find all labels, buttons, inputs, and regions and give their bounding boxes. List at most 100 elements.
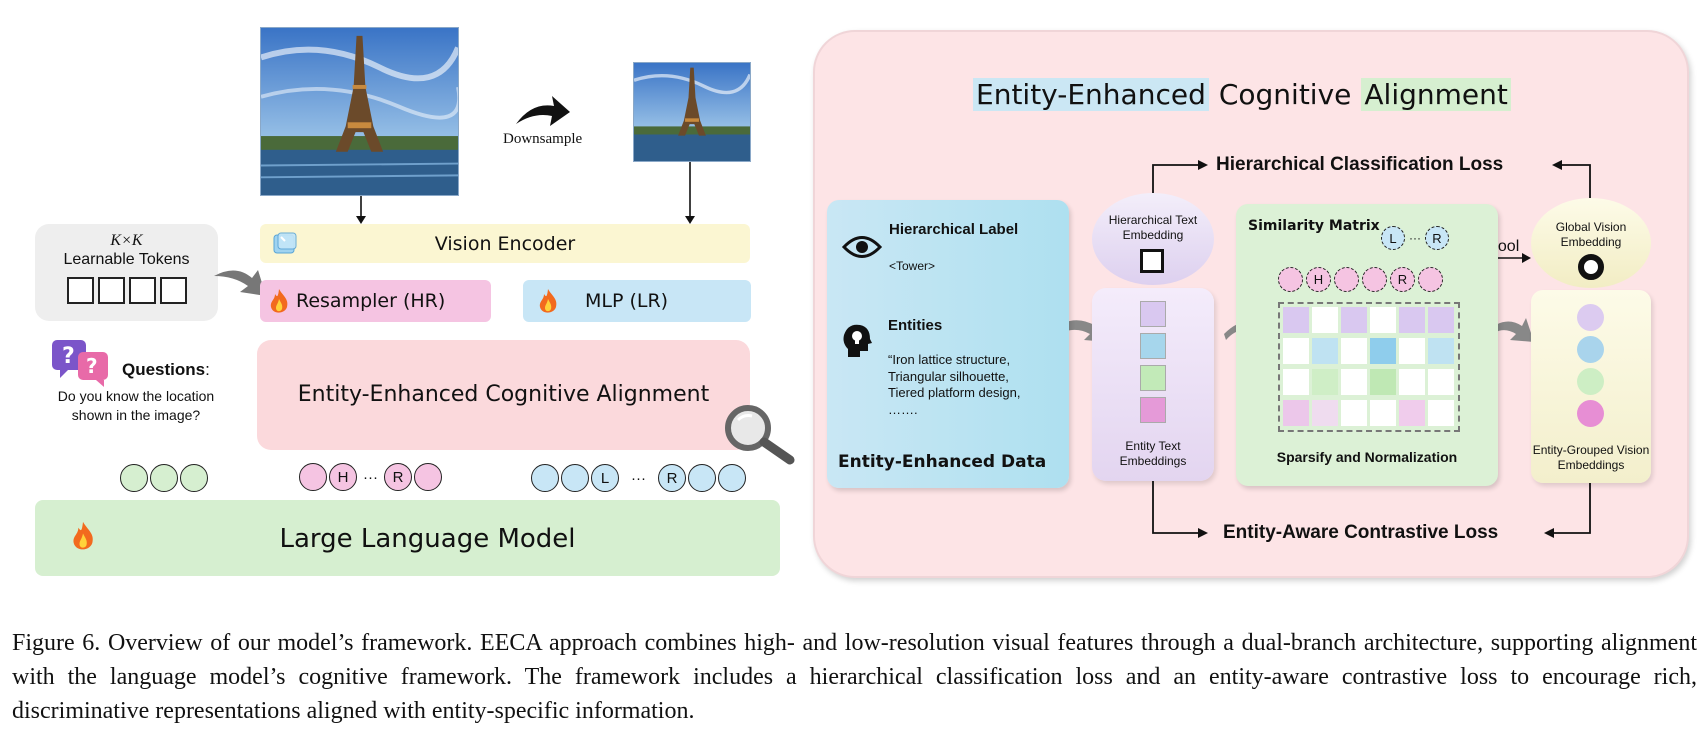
similarity-cell bbox=[1341, 307, 1367, 333]
entity-line: ……. bbox=[888, 401, 918, 417]
resampler-hr-box: Resampler (HR) bbox=[260, 280, 491, 322]
entity-grouped-dots bbox=[1577, 304, 1604, 427]
title-cognitive: Cognitive bbox=[1218, 78, 1352, 111]
lr-token bbox=[531, 464, 559, 492]
eeca-module-box: Entity-Enhanced Cognitive Alignment bbox=[257, 340, 750, 450]
similarity-cell bbox=[1283, 369, 1309, 395]
sim-token bbox=[1418, 267, 1443, 292]
similarity-cell bbox=[1428, 307, 1454, 333]
entity-aware-contrastive-loss: Entity-Aware Contrastive Loss bbox=[1223, 522, 1499, 543]
similarity-cell bbox=[1312, 400, 1338, 426]
magnifier-icon bbox=[725, 405, 795, 465]
frozen-ice-icon bbox=[273, 232, 297, 254]
sim-token-h: H bbox=[1306, 267, 1331, 292]
entity-text-embedding bbox=[1140, 301, 1166, 327]
similarity-cell bbox=[1312, 307, 1338, 333]
entity-text-embedding bbox=[1140, 365, 1166, 391]
entity-line: Tiered platform design, bbox=[888, 385, 1021, 400]
similarity-cell bbox=[1341, 369, 1367, 395]
svg-text:?: ? bbox=[86, 354, 98, 378]
entity-line: Triangular silhouette, bbox=[888, 368, 1009, 384]
hr-token-dots: ··· bbox=[363, 468, 378, 486]
sim-token-r: R bbox=[1425, 226, 1449, 250]
llm-bar: Large Language Model bbox=[35, 500, 780, 576]
hierarchical-label-value: <Tower> bbox=[889, 259, 936, 273]
question-bubbles-icon: ? ? bbox=[52, 340, 108, 387]
sim-token-dots: ··· bbox=[1409, 231, 1421, 245]
hierarchical-label-title: Hierarchical Label bbox=[889, 221, 1019, 238]
fire-icon bbox=[270, 289, 288, 313]
title-alignment: Alignment bbox=[1361, 78, 1511, 111]
similarity-cell bbox=[1370, 400, 1396, 426]
downsample-arrow-icon bbox=[516, 96, 570, 126]
entity-text-embedding-squares bbox=[1140, 301, 1166, 423]
token-square bbox=[97, 277, 125, 304]
similarity-cell bbox=[1370, 338, 1396, 364]
lr-token bbox=[688, 464, 716, 492]
hr-token bbox=[414, 463, 442, 491]
similarity-top-tokens: L ··· R bbox=[1381, 226, 1449, 250]
eeca-module-label: Entity-Enhanced Cognitive Alignment bbox=[297, 382, 710, 407]
lr-token-r: R bbox=[658, 464, 686, 492]
svg-text:?: ? bbox=[62, 344, 75, 369]
entity-text-embedding bbox=[1140, 333, 1166, 359]
lr-token-circles: L ··· R bbox=[531, 464, 746, 492]
fire-icon bbox=[73, 521, 93, 550]
figure-caption: Figure 6. Overview of our model’s framew… bbox=[12, 630, 1697, 724]
learnable-tokens-box: K×K Learnable Tokens bbox=[35, 224, 218, 321]
lr-token-l: L bbox=[591, 464, 619, 492]
sim-token bbox=[1362, 267, 1387, 292]
similarity-grid bbox=[1278, 302, 1460, 432]
text-token-circles bbox=[120, 464, 208, 492]
vision-encoder-label: Vision Encoder bbox=[434, 233, 576, 255]
sim-token bbox=[1334, 267, 1359, 292]
similarity-matrix-title: Similarity Matrix bbox=[1248, 218, 1380, 234]
lr-token-dots: ··· bbox=[631, 469, 646, 487]
sim-token-r: R bbox=[1390, 267, 1415, 292]
grouped-vision-embedding bbox=[1577, 304, 1604, 331]
sim-token-l: L bbox=[1381, 226, 1405, 250]
grouped-vision-embedding bbox=[1577, 336, 1604, 363]
entity-enhanced-data-label: Entity-Enhanced Data bbox=[838, 452, 1047, 472]
lr-token bbox=[718, 464, 746, 492]
eiffel-tower-photo bbox=[261, 28, 458, 195]
hierarchical-classification-loss: Hierarchical Classification Loss bbox=[1216, 154, 1504, 175]
vision-encoder-bar: Vision Encoder bbox=[260, 224, 750, 263]
eiffel-tower-photo-small bbox=[634, 63, 750, 161]
hr-token-h: H bbox=[329, 463, 357, 491]
entities-list: “Iron lattice structure, Triangular silh… bbox=[888, 352, 1020, 418]
tokens-to-resampler-arrow-icon bbox=[214, 270, 266, 296]
global-vision-embedding: Global Vision Embedding bbox=[1531, 198, 1651, 288]
downsample-label: Downsample bbox=[503, 131, 583, 147]
entities-title: Entities bbox=[888, 317, 943, 334]
similarity-side-tokens: H R bbox=[1278, 267, 1443, 292]
head-idea-icon bbox=[843, 324, 872, 357]
text-token bbox=[120, 464, 148, 492]
token-square bbox=[66, 277, 94, 304]
llm-label: Large Language Model bbox=[279, 524, 576, 554]
hierarchical-text-embedding: Hierarchical Text Embedding bbox=[1092, 193, 1214, 285]
grouped-vision-embedding bbox=[1577, 368, 1604, 395]
hr-token-circles: H ··· R bbox=[299, 463, 442, 491]
eiffel-tower-image-hr bbox=[260, 27, 459, 196]
entity-text-embeddings-label: Entity Text Embeddings bbox=[1119, 439, 1187, 468]
questions-title-text: Questions bbox=[122, 360, 206, 379]
similarity-cell bbox=[1428, 400, 1454, 426]
entity-text-embedding bbox=[1140, 397, 1166, 423]
hierarchical-text-embedding-label: Hierarchical Text Embedding bbox=[1108, 213, 1198, 242]
grouped-vision-embedding bbox=[1577, 400, 1604, 427]
question-text: Do you know the location shown in the im… bbox=[57, 388, 215, 423]
similarity-cell bbox=[1283, 338, 1309, 364]
similarity-cell bbox=[1428, 369, 1454, 395]
token-square bbox=[159, 277, 187, 304]
similarity-cell bbox=[1399, 400, 1425, 426]
similarity-cell bbox=[1283, 400, 1309, 426]
eeca-panel-title: Entity-Enhanced Cognitive Alignment bbox=[973, 78, 1511, 111]
similarity-cell bbox=[1312, 369, 1338, 395]
similarity-cell bbox=[1341, 338, 1367, 364]
text-token bbox=[180, 464, 208, 492]
eiffel-tower-image-lr bbox=[633, 62, 751, 162]
similarity-cell bbox=[1399, 369, 1425, 395]
learnable-tokens-label: Learnable Tokens bbox=[63, 251, 190, 268]
similarity-cell bbox=[1283, 307, 1309, 333]
